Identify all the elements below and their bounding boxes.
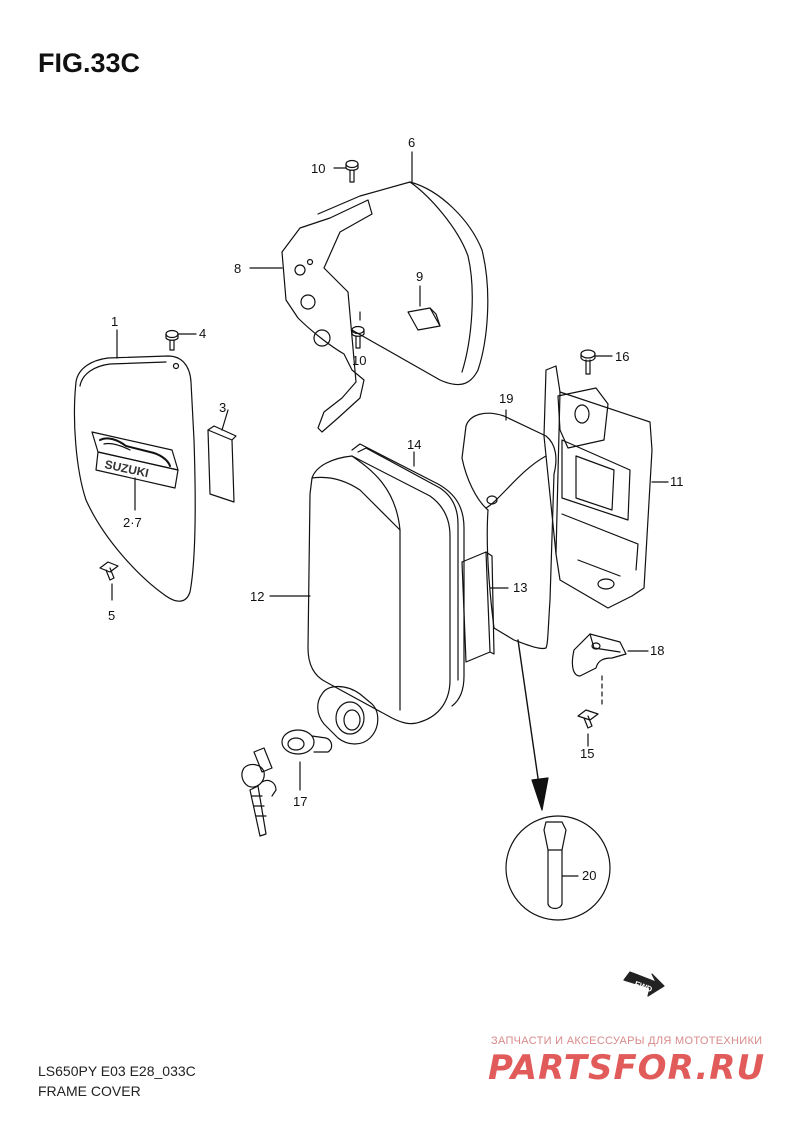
seal-14 — [351, 443, 465, 707]
screw-4 — [165, 329, 197, 351]
tool-case-19 — [461, 409, 557, 650]
callout-11: 11 — [670, 474, 684, 489]
screw-10-lower — [351, 311, 365, 349]
upper-cover-6 — [317, 151, 489, 386]
callout-4: 4 — [199, 326, 206, 341]
callout-6: 6 — [408, 135, 415, 150]
key-lock-17 — [241, 729, 333, 837]
fwd-direction-arrow: FWD — [623, 971, 665, 997]
figure-title: FIG.33C — [38, 48, 141, 78]
lock-housing — [317, 685, 379, 745]
callout-20: 20 — [582, 868, 596, 883]
tool-box-12 — [269, 455, 451, 725]
watermark-tagline: ЗАПЧАСТИ И АКСЕССУАРЫ ДЛЯ МОТОТЕХНИКИ — [491, 1035, 763, 1047]
callout-1: 1 — [111, 314, 118, 329]
callout-3: 3 — [219, 400, 226, 415]
callout-10-top: 10 — [311, 161, 325, 176]
detail-circle-20 — [505, 815, 611, 921]
callout-8: 8 — [234, 261, 241, 276]
callout-18: 18 — [650, 643, 664, 658]
bracket-8 — [249, 199, 373, 433]
screw-10-top — [333, 159, 359, 183]
clamp-18 — [571, 633, 649, 677]
left-side-cover: SUZUKI — [73, 329, 196, 602]
pad-13 — [461, 551, 509, 663]
clip-9 — [407, 285, 441, 331]
watermark-logo: PARTSFOR.RU — [488, 1048, 766, 1088]
screw-5 — [99, 561, 119, 601]
screw-15 — [577, 709, 599, 747]
ls-suzuki-emblem — [91, 431, 179, 489]
detail-leader — [517, 639, 549, 811]
callout-16: 16 — [615, 349, 629, 364]
figure-name: FRAME COVER — [38, 1083, 141, 1099]
callout-17: 17 — [293, 794, 307, 809]
cushion-pad-3 — [207, 409, 237, 503]
bolt-16 — [557, 349, 613, 449]
callout-14: 14 — [407, 437, 421, 452]
callout-labels: 1 4 3 2·7 5 6 10 8 9 10 16 14 19 11 12 1… — [108, 135, 684, 883]
model-code: LS650PY E03 E28_033C — [38, 1063, 196, 1079]
callout-15: 15 — [580, 746, 594, 761]
callout-5: 5 — [108, 608, 115, 623]
callout-10-lower: 10 — [352, 353, 366, 368]
callout-2-7: 2·7 — [123, 515, 142, 530]
callout-9: 9 — [416, 269, 423, 284]
callout-13: 13 — [513, 580, 527, 595]
callout-19: 19 — [499, 391, 513, 406]
callout-12: 12 — [250, 589, 264, 604]
bracket-11 — [543, 365, 669, 609]
